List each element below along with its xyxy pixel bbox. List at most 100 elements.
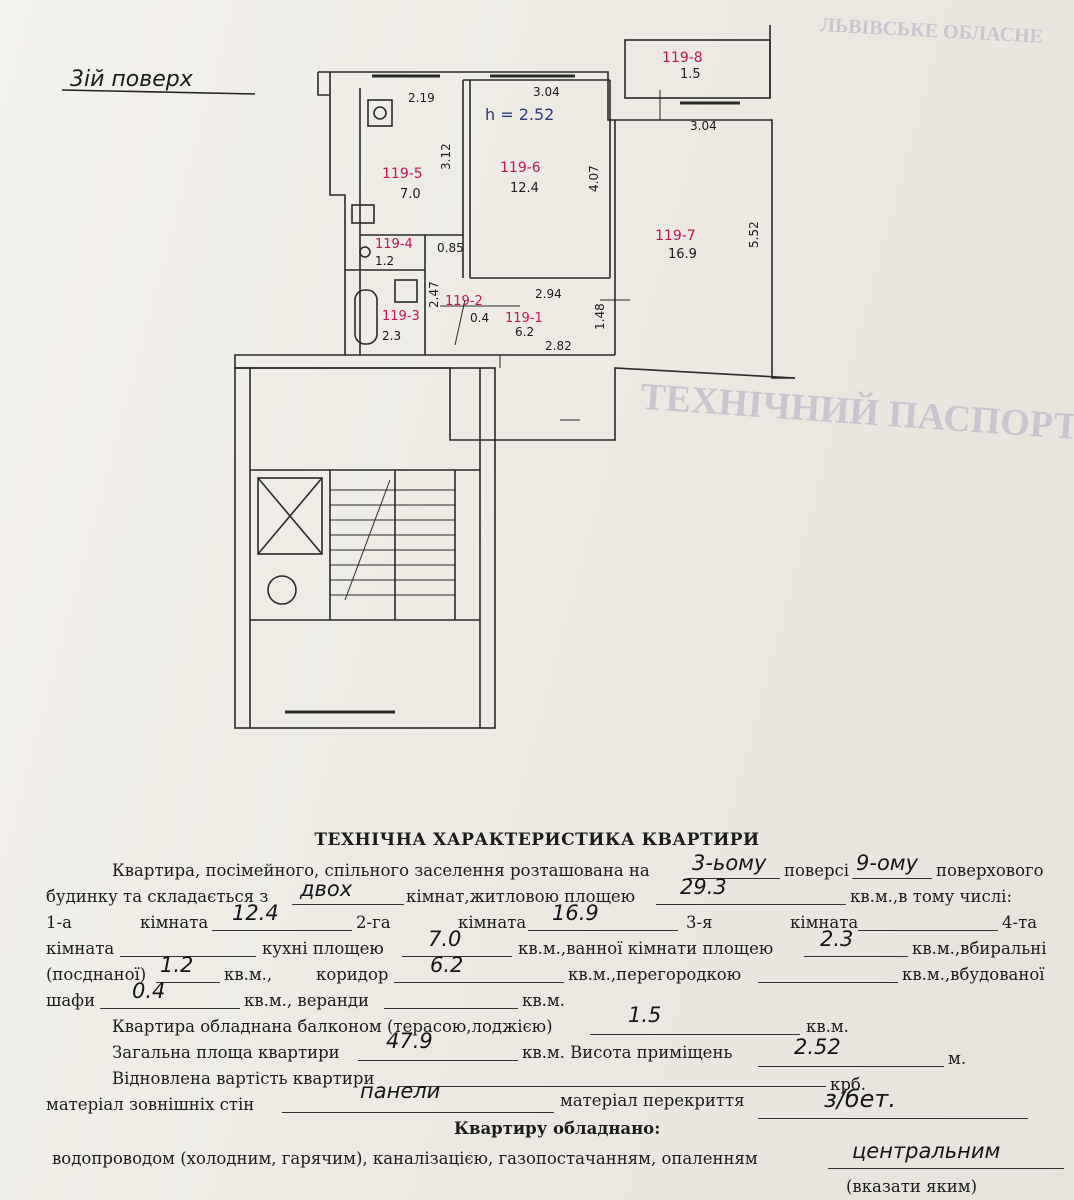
room-2-label: 119-7	[655, 228, 696, 244]
room2-value: 16.9	[552, 901, 599, 925]
floors-total-value: 9-ому	[856, 851, 919, 875]
room-kitchen-label: 119-5	[382, 166, 423, 182]
partition-field	[758, 968, 898, 983]
floor-label: 3ій поверх	[70, 67, 194, 92]
dim-kitchen-top: 2.19	[408, 91, 435, 105]
line2-b: кімнат,житловою площею	[406, 887, 636, 906]
line6-b: кв.м., веранди	[244, 991, 370, 1010]
balcony-area: 1.5	[680, 67, 701, 82]
line3-f: кімната	[790, 913, 859, 932]
floor-field	[688, 864, 780, 879]
dim-bath-side: 2.47	[427, 281, 441, 308]
corridor-area: 6.2	[515, 325, 534, 339]
room3-field	[858, 916, 998, 931]
room1-field	[212, 916, 352, 931]
line3-a: 1-а	[46, 913, 72, 932]
veranda-field	[384, 994, 518, 1009]
kitchen-value: 7.0	[428, 927, 462, 951]
line10-a: матеріал зовнішніх стін	[46, 1095, 255, 1114]
form-title: ТЕХНІЧНА ХАРАКТЕРИСТИКА КВАРТИРИ	[314, 830, 760, 850]
room-kitchen-area: 7.0	[400, 187, 421, 202]
room2-field	[528, 916, 678, 931]
dim-wc-width: 0.85	[437, 241, 464, 255]
walls-field	[282, 1098, 554, 1113]
ceiling-height-label: h = 2.52	[485, 105, 554, 124]
line9-b: крб.	[830, 1075, 867, 1094]
total-area-field	[358, 1046, 518, 1061]
bath-area: 2.3	[382, 329, 401, 343]
line3-b: кімната	[140, 913, 209, 932]
line7-b: кв.м.	[806, 1017, 849, 1036]
wc-area: 1.2	[375, 254, 394, 268]
line1-a: Квартира, посімейного, спільного заселен…	[112, 861, 650, 880]
closet-value: 0.4	[132, 979, 166, 1003]
bath-field	[804, 942, 908, 957]
bath-label: 119-3	[382, 309, 420, 324]
line12: водопроводом (холодним, гарячим), каналі…	[52, 1149, 758, 1168]
equipped-heading: Квартиру обладнано:	[454, 1119, 661, 1138]
wc-value: 1.2	[160, 953, 194, 977]
walls-value: панели	[360, 1079, 441, 1103]
corridor-value: 6.2	[430, 953, 464, 977]
height-field	[758, 1052, 944, 1067]
ceiling-material-value: з/бет.	[824, 1085, 897, 1113]
floor-value: 3-ьому	[692, 851, 767, 875]
height-value: 2.52	[794, 1035, 841, 1059]
dim-room2-top: 3.04	[690, 119, 717, 133]
room1-value: 12.4	[232, 901, 279, 925]
line1-b: поверсі	[784, 861, 850, 880]
living-area-value: 29.3	[680, 875, 727, 899]
line8-a: Загальна площа квартири	[112, 1043, 340, 1062]
bath-value: 2.3	[820, 927, 854, 951]
line4-c: кв.м.,ванної кімнати площею	[518, 939, 774, 958]
corridor-label: 119-1	[505, 311, 543, 326]
line4-b: кухні площею	[262, 939, 384, 958]
line2-a: будинку та складається з	[46, 887, 269, 906]
rooms-count-field	[292, 890, 404, 905]
line8-b: кв.м. Висота приміщень	[522, 1043, 733, 1062]
line6-a: шафи	[46, 991, 96, 1010]
rooms-count-value: двох	[300, 877, 353, 901]
balcony-value: 1.5	[628, 1003, 662, 1027]
dim-room1-top: 3.04	[533, 85, 560, 99]
line2-c: кв.м.,в тому числі:	[850, 887, 1013, 906]
balcony-label: 119-8	[662, 50, 703, 66]
heating-field	[828, 1154, 1064, 1169]
floor-label-underline	[61, 89, 256, 95]
line3-d: кімната	[458, 913, 527, 932]
room-1-area: 12.4	[510, 181, 539, 196]
dim-corridor-bottom: 2.82	[545, 339, 572, 353]
corridor-field	[394, 968, 564, 983]
line5-a: (посднаної)	[46, 965, 147, 984]
floors-total-field	[852, 864, 932, 879]
wc-field	[156, 968, 220, 983]
kitchen-field	[402, 942, 512, 957]
line3-g: 4-та	[1002, 913, 1038, 932]
line8-c: м.	[948, 1049, 967, 1068]
heating-hint: (вказати яким)	[846, 1177, 978, 1196]
line5-d: кв.м.,перегородкою	[568, 965, 742, 984]
room-1-label: 119-6	[500, 160, 541, 176]
room4-field	[120, 942, 256, 957]
line4-a: кімната	[46, 939, 115, 958]
ceiling-material-field	[758, 1104, 1028, 1119]
line5-e: кв.м.,вбудованої	[902, 965, 1045, 984]
line5-b: кв.м.,	[224, 965, 273, 984]
dim-corridor-side: 1.48	[593, 303, 607, 330]
dim-room2-side: 5.52	[747, 221, 761, 248]
closet-field	[100, 994, 240, 1009]
line6-c: кв.м.	[522, 991, 565, 1010]
dim-corridor-top: 2.94	[535, 287, 562, 301]
room-2-area: 16.9	[668, 247, 697, 262]
wc-label: 119-4	[375, 237, 413, 252]
heating-value: центральним	[852, 1139, 1001, 1163]
line5-c: коридор	[316, 965, 389, 984]
cost-field	[398, 1072, 826, 1087]
dim-kitchen-side: 3.12	[439, 143, 453, 170]
line10-b: матеріал перекриття	[560, 1091, 745, 1110]
line3-e: 3-я	[686, 913, 713, 932]
living-area-field	[656, 890, 846, 905]
closet-area: 0.4	[470, 311, 489, 325]
line4-d: кв.м.,вбиральні	[912, 939, 1047, 958]
